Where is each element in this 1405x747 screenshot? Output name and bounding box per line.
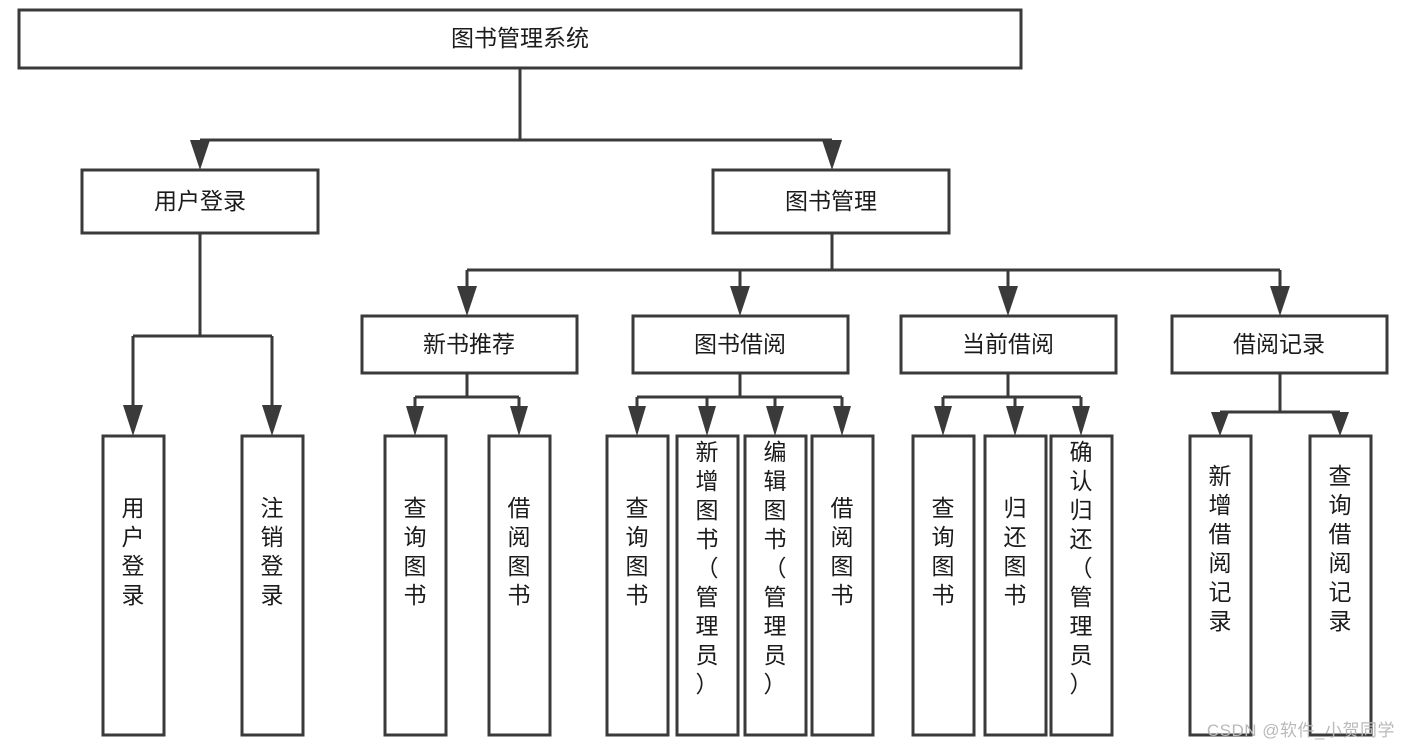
node-user-login-box[interactable]: [80, 168, 320, 235]
leaf-current-borrow-2-box[interactable]: [983, 434, 1048, 737]
leaf-current-borrow-1-label: 查询图书: [932, 495, 955, 608]
leaf-book-borrow-1-label: 查询图书: [626, 495, 649, 608]
leaf-new-book-1-box[interactable]: [383, 434, 448, 737]
arrow-root-to-book-management: [822, 140, 842, 170]
leaf-book-borrow-1-box[interactable]: [605, 434, 670, 737]
leaf-borrow-record-1-label: 新增借阅记录: [1209, 463, 1232, 634]
leaf-current-borrow-2[interactable]: 归还图书: [983, 434, 1048, 737]
leaf-current-borrow-2-label: 归还图书: [1004, 495, 1027, 608]
node-new-book-recommend-box[interactable]: [360, 314, 579, 375]
node-current-borrow-label: 当前借阅: [962, 331, 1054, 357]
arrow-root-to-user-login: [190, 140, 210, 170]
leaf-book-borrow-4-label: 借阅图书: [831, 495, 854, 608]
arrow-bookmgmt-to-book-borrow: [730, 286, 750, 316]
leaf-new-book-1[interactable]: 查询图书: [383, 434, 448, 737]
leaf-borrow-record-1-box[interactable]: [1188, 434, 1253, 737]
node-borrow-record-box[interactable]: [1170, 314, 1389, 375]
leaf-current-borrow-3-box[interactable]: [1049, 434, 1114, 737]
arrow-currentborrow-to-leaf-2: [1006, 406, 1024, 436]
leaf-borrow-record-2-label: 查询借阅记录: [1329, 463, 1352, 634]
leaf-book-borrow-3[interactable]: 编辑图书（管理员）: [743, 434, 808, 737]
leaf-borrow-record-2[interactable]: 查询借阅记录: [1308, 434, 1373, 737]
node-new-book-recommend[interactable]: 新书推荐: [360, 314, 579, 375]
node-current-borrow-box[interactable]: [899, 314, 1118, 375]
node-book-management[interactable]: 图书管理: [711, 168, 951, 235]
leaf-user-login-2-label: 注销登录: [261, 495, 284, 608]
node-borrow-record[interactable]: 借阅记录: [1170, 314, 1389, 375]
arrow-bookborrow-to-leaf-2: [698, 406, 716, 436]
leaf-borrow-record-1[interactable]: 新增借阅记录: [1188, 434, 1253, 737]
arrow-bookborrow-to-leaf-1: [628, 406, 646, 436]
leaf-new-book-2[interactable]: 借阅图书: [487, 434, 552, 737]
arrow-bookborrow-to-leaf-4: [833, 406, 851, 436]
leaf-user-login-2[interactable]: 注销登录: [240, 434, 305, 737]
node-current-borrow[interactable]: 当前借阅: [899, 314, 1118, 375]
node-root-label: 图书管理系统: [451, 25, 589, 51]
leaf-user-login-1[interactable]: 用户登录: [101, 434, 166, 737]
node-root-system[interactable]: 图书管理系统: [17, 8, 1023, 70]
arrow-currentborrow-to-leaf-1: [934, 406, 952, 436]
connector-layer: [123, 68, 1349, 436]
leaf-current-borrow-3-label: 确认归还（管理员）: [1070, 439, 1093, 697]
node-new-book-recommend-label: 新书推荐: [423, 331, 515, 357]
leaf-book-borrow-3-label: 编辑图书（管理员）: [764, 439, 787, 697]
node-book-management-label: 图书管理: [785, 188, 877, 214]
leaf-book-borrow-2[interactable]: 新增图书（管理员）: [675, 434, 740, 737]
leaf-user-login-1-label: 用户登录: [122, 495, 145, 608]
arrow-newbook-to-leaf-1: [406, 406, 424, 436]
node-borrow-record-label: 借阅记录: [1233, 331, 1325, 357]
leaf-book-borrow-2-label: 新增图书（管理员）: [696, 439, 719, 697]
node-user-login-label: 用户登录: [154, 188, 246, 214]
arrow-borrowrecord-to-leaf-1: [1211, 412, 1229, 436]
node-root-box[interactable]: [17, 8, 1023, 70]
node-book-management-box[interactable]: [711, 168, 951, 235]
leaf-new-book-2-label: 借阅图书: [508, 495, 531, 608]
arrow-bookmgmt-to-borrow-record: [1270, 286, 1290, 316]
leaf-current-borrow-1-box[interactable]: [911, 434, 976, 737]
node-book-borrow[interactable]: 图书借阅: [631, 314, 850, 375]
leaf-current-borrow-3[interactable]: 确认归还（管理员）: [1049, 434, 1114, 737]
arrow-currentborrow-to-leaf-3: [1072, 406, 1090, 436]
leaf-book-borrow-4-box[interactable]: [810, 434, 875, 737]
leaf-user-login-1-box[interactable]: [101, 434, 166, 737]
leaf-borrow-record-2-box[interactable]: [1308, 434, 1373, 737]
arrow-bookmgmt-to-new-book: [457, 286, 477, 316]
arrow-bookmgmt-to-current-borrow: [998, 286, 1018, 316]
node-user-login[interactable]: 用户登录: [80, 168, 320, 235]
arrow-borrowrecord-to-leaf-2: [1331, 412, 1349, 436]
leaf-book-borrow-4[interactable]: 借阅图书: [810, 434, 875, 737]
leaf-book-borrow-2-box[interactable]: [675, 434, 740, 737]
leaf-new-book-2-box[interactable]: [487, 434, 552, 737]
node-book-borrow-box[interactable]: [631, 314, 850, 375]
arrow-bookborrow-to-leaf-3: [766, 406, 784, 436]
leaf-new-book-1-label: 查询图书: [404, 495, 427, 608]
leaf-user-login-2-box[interactable]: [240, 434, 305, 737]
arrow-login-to-leaf-1: [123, 405, 143, 436]
leaf-current-borrow-1[interactable]: 查询图书: [911, 434, 976, 737]
arrow-newbook-to-leaf-2: [510, 406, 528, 436]
leaf-book-borrow-3-box[interactable]: [743, 434, 808, 737]
node-book-borrow-label: 图书借阅: [694, 331, 786, 357]
arrow-login-to-leaf-2: [262, 405, 282, 436]
leaf-book-borrow-1[interactable]: 查询图书: [605, 434, 670, 737]
